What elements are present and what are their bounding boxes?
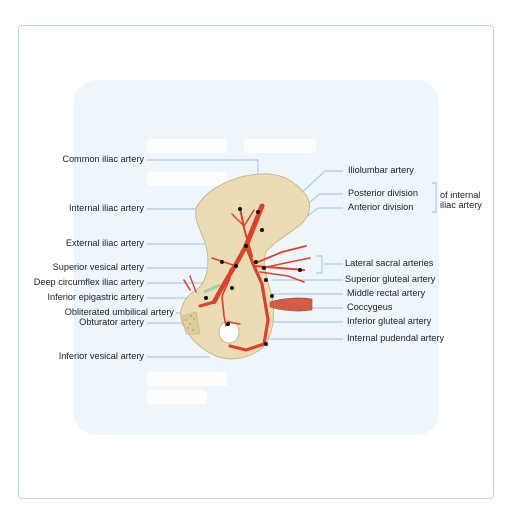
label-superior-vesical-artery: Superior vesical artery — [52, 262, 144, 272]
label-internal-pudendal-artery: Internal pudendal artery — [347, 333, 445, 343]
label-common-iliac-artery: Common iliac artery — [62, 154, 144, 164]
label-coccygeus: Coccygeus — [347, 302, 393, 312]
placeholder-block — [147, 139, 227, 153]
pubic-symphysis — [181, 311, 201, 335]
label-anterior-division: Anterior division — [348, 202, 414, 212]
label-of-internal: of internal — [440, 190, 481, 200]
label-iliolumbar-artery: Iliolumbar artery — [348, 165, 414, 175]
hip-bone — [180, 173, 311, 360]
obturator-foramen — [218, 320, 240, 344]
coccygeus-muscle — [269, 297, 313, 312]
label-dots — [204, 207, 302, 346]
label-inferior-vesical-artery: Inferior vesical artery — [58, 351, 144, 361]
label-external-iliac-artery: External iliac artery — [65, 238, 144, 248]
umbilical-ligament — [203, 283, 221, 294]
label-obliterated-umbilical-artery: Obliterated umbilical artery — [64, 307, 174, 317]
placeholder-block — [147, 390, 207, 404]
placeholder-block — [244, 139, 316, 153]
label-superior-gluteal-artery: Superior gluteal artery — [345, 274, 436, 284]
label-iliac-artery: iliac artery — [440, 200, 482, 210]
placeholder-block — [147, 172, 227, 186]
label-posterior-division: Posterior division — [348, 188, 418, 198]
label-middle-rectal-artery: Middle rectal artery — [347, 288, 426, 298]
label-deep-circumflex-iliac-artery: Deep circumflex iliac artery — [33, 277, 144, 287]
placeholder-block — [147, 372, 227, 386]
label-inferior-epigastric-artery: Inferior epigastric artery — [47, 292, 144, 302]
label-lateral-sacral-arteries: Lateral sacral arteries — [345, 258, 434, 268]
label-internal-iliac-artery: Internal iliac artery — [68, 203, 144, 213]
label-obturator-artery: Obturator artery — [79, 317, 144, 327]
artery-tree — [183, 203, 311, 352]
symphysis-dots — [185, 315, 195, 331]
label-inferior-gluteal-artery: Inferior gluteal artery — [347, 316, 432, 326]
